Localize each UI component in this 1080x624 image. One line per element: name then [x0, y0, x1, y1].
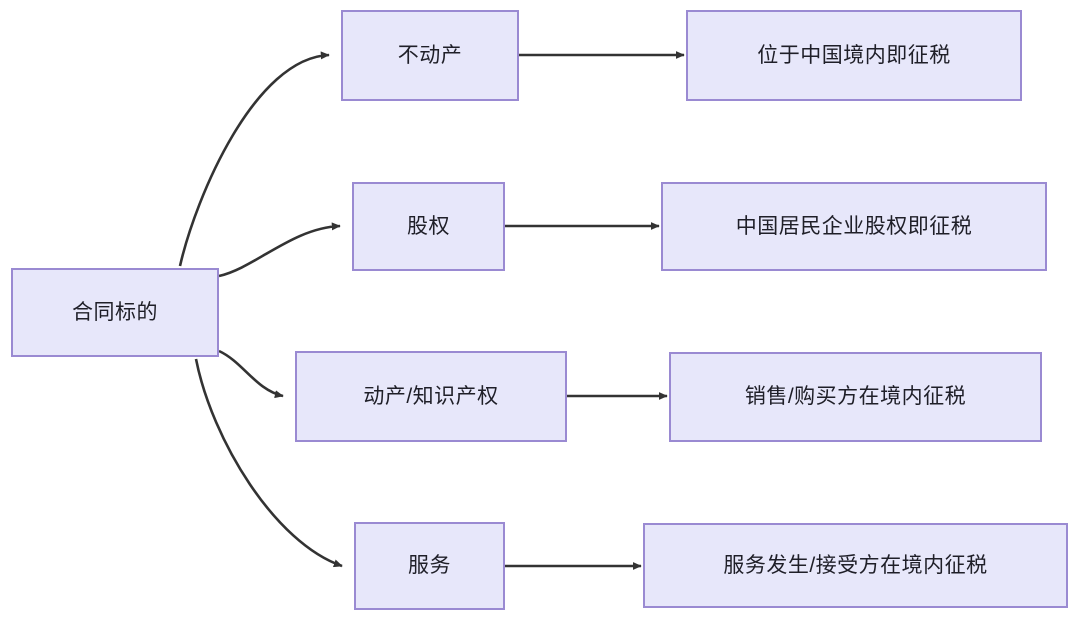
node-category-3[interactable]: 动产/知识产权	[295, 351, 567, 442]
node-outcome-2[interactable]: 中国居民企业股权即征税	[661, 182, 1047, 271]
edge-root-to-category-2	[218, 222, 341, 278]
node-outcome-4-label: 服务发生/接受方在境内征税	[723, 553, 988, 577]
node-outcome-1[interactable]: 位于中国境内即征税	[686, 10, 1022, 101]
node-category-4[interactable]: 服务	[354, 522, 505, 610]
node-category-3-label: 动产/知识产权	[363, 384, 499, 408]
node-category-2[interactable]: 股权	[352, 182, 505, 271]
node-outcome-1-label: 位于中国境内即征税	[757, 43, 951, 67]
node-root-label: 合同标的	[72, 300, 158, 324]
node-category-1[interactable]: 不动产	[341, 10, 519, 101]
node-outcome-3[interactable]: 销售/购买方在境内征税	[669, 352, 1042, 442]
node-outcome-3-label: 销售/购买方在境内征税	[744, 385, 967, 409]
node-category-4-label: 服务	[408, 554, 451, 578]
node-category-2-label: 股权	[407, 214, 450, 238]
node-category-1-label: 不动产	[397, 43, 463, 67]
edge-root-to-category-1	[178, 51, 330, 267]
node-root[interactable]: 合同标的	[11, 268, 219, 357]
node-outcome-2-label: 中国居民企业股权即征税	[735, 214, 973, 238]
edge-root-to-category-4	[194, 358, 343, 568]
edge-root-to-category-3	[218, 349, 284, 399]
node-outcome-4[interactable]: 服务发生/接受方在境内征税	[643, 523, 1068, 608]
